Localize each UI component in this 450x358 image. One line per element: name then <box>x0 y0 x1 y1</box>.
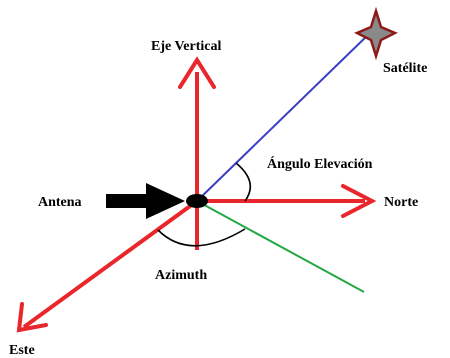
satellite-label: Satélite <box>383 61 427 76</box>
satellite-star-icon <box>354 6 398 61</box>
north-label: Norte <box>384 195 418 210</box>
vertical-axis <box>178 56 216 250</box>
antenna-dot-icon <box>186 194 208 208</box>
east-axis <box>16 199 199 333</box>
azimuth-arc <box>157 228 246 247</box>
elevation-angle-label: Ángulo Elevación <box>267 155 373 172</box>
projection-line <box>196 200 365 293</box>
east-label: Este <box>9 343 35 358</box>
vertical-axis-label: Eje Vertical <box>151 39 221 54</box>
antenna-arrow-icon <box>106 183 185 219</box>
satellite-line <box>196 32 371 202</box>
north-axis <box>197 184 377 218</box>
elevation-angle-arc <box>235 162 252 202</box>
antenna-label: Antena <box>38 195 82 210</box>
azimuth-label: Azimuth <box>155 268 207 283</box>
